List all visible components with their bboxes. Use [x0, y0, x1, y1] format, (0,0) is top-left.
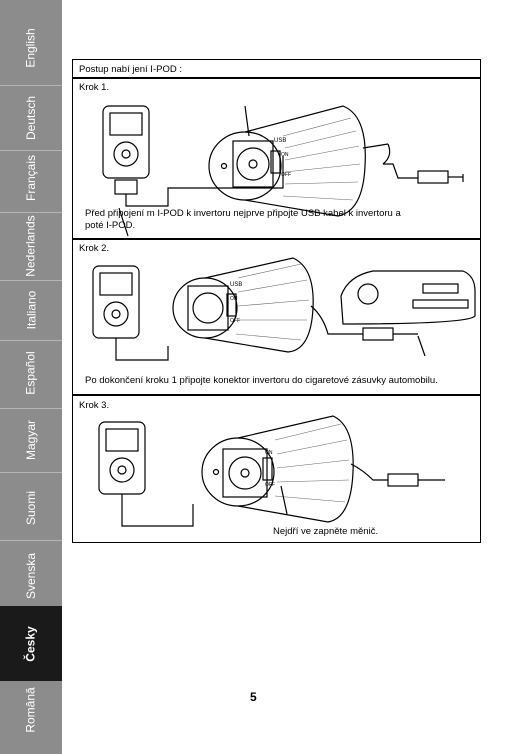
steering-wheel-icon — [357, 283, 379, 305]
instruction-box: Postup nabí jení I-POD : Krok 1. — [72, 59, 481, 543]
off-label: OFF — [281, 172, 291, 178]
sidebar-tab-cesky[interactable]: Česky — [0, 606, 62, 681]
step2-label: Krok 2. — [79, 243, 110, 254]
sidebar-tab-magyar[interactable]: Magyar — [23, 419, 38, 460]
step2-caption: Po dokončení kroku 1 připojte konektor i… — [85, 375, 438, 386]
arrow-icon — [417, 335, 426, 357]
sidebar-divider — [0, 540, 62, 541]
off-label: OFF — [265, 482, 275, 488]
step1-illustration: USB ON OFF — [102, 105, 464, 236]
step2-illustration: USB ON OFF — [92, 257, 476, 361]
usb-port-label: USB — [274, 138, 286, 144]
ipod-icon — [102, 105, 150, 179]
usb-port-label: USB — [230, 282, 242, 288]
sidebar-divider — [0, 85, 62, 86]
sidebar-tab-francais[interactable]: Français — [23, 154, 38, 201]
row-divider — [73, 394, 480, 396]
sidebar-divider — [0, 340, 62, 341]
sidebar-divider — [0, 150, 62, 151]
page-number: 5 — [250, 690, 257, 704]
step1-caption-line2: poté I-POD. — [85, 220, 136, 231]
sidebar-tab-espanol[interactable]: Español — [24, 350, 38, 395]
arrow-icon — [118, 207, 129, 236]
off-label: OFF — [230, 318, 240, 324]
sidebar-tab-romana[interactable]: Română — [23, 686, 38, 733]
sidebar-tab-suomi[interactable]: Suomi — [23, 490, 38, 525]
on-label: ON — [230, 296, 238, 302]
row-divider — [73, 238, 480, 240]
sidebar-divider — [0, 472, 62, 473]
step3-label: Krok 3. — [79, 400, 110, 411]
sidebar-tab-svenska[interactable]: Svenska — [24, 552, 38, 599]
on-label: ON — [281, 152, 289, 158]
step3-caption: Nejdří ve zapněte měnič. — [273, 526, 379, 537]
instructions-title: Postup nabí jení I-POD : — [79, 64, 182, 75]
row-divider — [73, 77, 480, 79]
step3-illustration: ON OFF — [98, 415, 445, 527]
sidebar-divider — [0, 408, 62, 409]
step1-caption-line1: Před připojení m I-POD k invertoru nejpr… — [85, 208, 401, 219]
arrow-icon — [244, 105, 250, 137]
on-label: ON — [265, 450, 273, 456]
step1-label: Krok 1. — [79, 82, 110, 93]
arrow-icon — [280, 485, 288, 515]
sidebar-tab-english[interactable]: English — [23, 27, 38, 68]
sidebar-divider — [0, 212, 62, 213]
sidebar-divider — [0, 280, 62, 281]
language-sidebar: English Deutsch Français Nederlands Ital… — [0, 0, 62, 754]
